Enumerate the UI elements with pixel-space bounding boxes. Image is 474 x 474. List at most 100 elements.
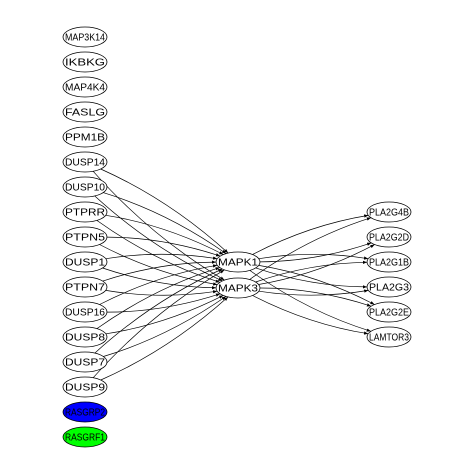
node-ellipse (62, 276, 108, 298)
node-label: RASGRF1 (65, 433, 105, 444)
edge-ptpn7-to-mapk3 (105, 290, 218, 296)
node-rasgrp2[interactable]: RASGRP2 (62, 401, 108, 423)
edge-dusp10-to-mapk3 (94, 195, 223, 282)
node-ellipse (62, 426, 108, 448)
edge-mapk3-to-pla2g1b (255, 260, 368, 283)
node-ellipse (366, 201, 412, 223)
node-ellipse (366, 251, 412, 273)
node-label: DUSP16 (65, 308, 105, 319)
node-label: FASLG (65, 108, 105, 119)
edge-mapk3-to-pla2g2e (259, 287, 372, 307)
node-rasgrf1[interactable]: RASGRF1 (62, 426, 108, 448)
node-label: LAMTOR3 (369, 333, 409, 344)
node-pla2g3[interactable]: PLA2G3 (366, 276, 412, 298)
node-label: PLA2G4B (369, 208, 409, 219)
node-label: RASGRP2 (65, 408, 105, 419)
edge-mapk3-to-lamtor3 (252, 295, 369, 335)
node-label: PLA2G2E (369, 308, 409, 319)
node-dusp8[interactable]: DUSP8 (62, 326, 108, 348)
node-ptpn7[interactable]: PTPN7 (62, 276, 108, 298)
edge-dusp1-to-mapk3 (102, 267, 217, 290)
node-ellipse (215, 251, 261, 273)
node-label: PLA2G2D (369, 233, 409, 244)
node-ellipse (62, 401, 108, 423)
edge-mapk1-to-pla2g1b (258, 253, 369, 260)
node-faslg[interactable]: FASLG (62, 101, 108, 123)
node-ptpn5[interactable]: PTPN5 (62, 226, 108, 248)
node-ellipse (62, 351, 108, 373)
edge-mapk1-to-pla2g3 (255, 267, 368, 289)
node-lamtor3[interactable]: LAMTOR3 (366, 326, 412, 348)
edge-ptprr-to-mapk1 (105, 214, 224, 255)
node-dusp9[interactable]: DUSP9 (62, 376, 108, 398)
edge-dusp16-to-mapk1 (99, 264, 218, 305)
node-label: MAPK3 (218, 284, 259, 295)
node-mapk3[interactable]: MAPK3 (215, 277, 261, 299)
node-dusp1[interactable]: DUSP1 (62, 251, 108, 273)
node-ellipse (215, 277, 261, 299)
node-label: DUSP8 (65, 333, 106, 344)
node-label: DUSP1 (65, 258, 106, 269)
node-dusp16[interactable]: DUSP16 (62, 301, 108, 323)
node-ellipse (62, 226, 108, 248)
node-label: IKBKG (65, 58, 105, 69)
edge-dusp9-to-mapk3 (100, 296, 229, 381)
edge-ptprr-to-mapk3 (96, 220, 221, 283)
edge-dusp10-to-mapk1 (103, 192, 227, 254)
node-label: DUSP14 (65, 158, 105, 169)
edge-mapk3-to-pla2g4b (249, 217, 372, 280)
node-map4k4[interactable]: MAP4K4 (62, 76, 108, 98)
node-ellipse (366, 276, 412, 298)
node-ikbkg[interactable]: IKBKG (62, 51, 108, 73)
node-pla2g4b[interactable]: PLA2G4B (366, 201, 412, 223)
node-ellipse (62, 376, 108, 398)
node-label: MAP4K4 (65, 83, 105, 94)
edge-mapk1-to-lamtor3 (249, 270, 372, 332)
edge-dusp14-to-mapk3 (92, 171, 225, 281)
edge-mapk3-to-pla2g3 (258, 289, 369, 296)
node-ptprr[interactable]: PTPRR (62, 201, 108, 223)
node-ellipse (62, 201, 108, 223)
node-dusp10[interactable]: DUSP10 (62, 176, 108, 198)
node-ellipse (62, 176, 108, 198)
node-label: DUSP9 (65, 383, 106, 394)
node-pla2g2d[interactable]: PLA2G2D (366, 226, 412, 248)
node-mapk1[interactable]: MAPK1 (215, 251, 261, 273)
edge-dusp8-to-mapk1 (96, 267, 220, 329)
node-label: PLA2G1B (369, 258, 409, 269)
node-dusp14[interactable]: DUSP14 (62, 151, 108, 173)
node-ppm1b[interactable]: PPM1B (62, 126, 108, 148)
edge-dusp16-to-mapk3 (106, 293, 221, 313)
node-map3k14[interactable]: MAP3K14 (62, 26, 108, 48)
edge-mapk1-to-pla2g4b (252, 214, 369, 255)
node-dusp7[interactable]: DUSP7 (62, 351, 108, 373)
edge-ptpn5-to-mapk1 (106, 236, 221, 257)
node-ellipse (62, 26, 108, 48)
node-label: PLA2G3 (369, 283, 409, 294)
node-ellipse (62, 101, 108, 123)
edge-dusp7-to-mapk1 (94, 268, 223, 354)
edge-mapk3-to-pla2g2d (258, 244, 375, 285)
node-pla2g2e[interactable]: PLA2G2E (366, 301, 412, 323)
node-ellipse (62, 76, 108, 98)
node-ellipse (62, 326, 108, 348)
node-ellipse (62, 151, 108, 173)
node-pla2g1b[interactable]: PLA2G1B (366, 251, 412, 273)
node-ellipse (62, 126, 108, 148)
node-ellipse (366, 301, 412, 323)
edge-dusp9-to-mapk1 (92, 269, 225, 378)
edge-dusp1-to-mapk1 (105, 253, 218, 260)
node-ellipse (62, 301, 108, 323)
node-label: MAPK1 (218, 258, 259, 269)
edge-dusp14-to-mapk1 (100, 168, 229, 254)
node-label: DUSP7 (65, 358, 106, 369)
node-label: PTPN7 (65, 283, 106, 294)
node-label: PTPRR (65, 208, 105, 219)
node-ellipse (366, 226, 412, 248)
edge-mapk1-to-pla2g2e (258, 265, 375, 305)
node-label: DUSP10 (65, 183, 105, 194)
node-ellipse (62, 51, 108, 73)
edge-dusp8-to-mapk3 (105, 295, 224, 335)
